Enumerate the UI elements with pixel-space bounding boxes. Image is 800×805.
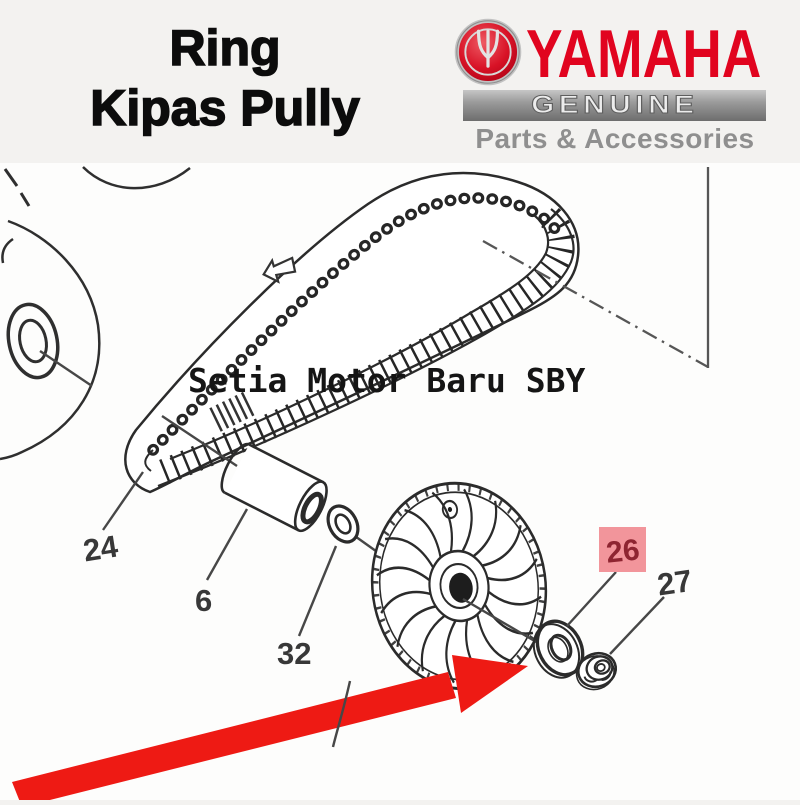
belt-direction-arrow-icon [262,256,297,284]
product-title: Ring Kipas Pully [25,18,425,138]
ring-washer-drawing [532,619,585,679]
leader-line-26 [566,571,617,627]
axis-centerline [482,239,709,369]
part-label-6: 6 [195,583,212,618]
yamaha-tuning-fork-logo-icon [454,18,522,86]
product-title-line1: Ring [169,19,282,77]
yamaha-brand-block: YAMAHA GENUINE Parts & Accessories [450,6,780,158]
part-label-32: 32 [277,636,311,671]
leader-line-6 [205,508,249,581]
header: Ring Kipas Pully YAMAHA [0,0,800,163]
part-label-27: 27 [655,563,694,602]
yamaha-wordmark: YAMAHA [526,15,762,92]
nut-drawing [575,651,618,691]
leader-line-32 [297,545,338,637]
left-hub-drawing [6,302,60,380]
leader-lines [102,471,665,655]
highlight-box-26 [599,527,646,572]
genuine-label: GENUINE [530,91,699,120]
leader-line-27 [609,596,665,655]
part-labels: 24 6 32 26 27 [81,527,694,671]
plate-washer-drawing [326,504,360,544]
parts-diagram: 24 6 32 26 27 [0,166,710,805]
watermark-text: Setia Motor Baru SBY [188,361,586,400]
crankcase-contours [0,166,191,461]
fan-pulley-drawing [370,481,548,691]
axis-segment-belt-collar [161,415,238,467]
part-label-24: 24 [81,528,121,568]
axis-segment-pulley-ring [462,597,539,645]
diagram-area: 24 6 32 26 27 Setia Motor Baru SBY [0,163,800,805]
pulley-leader-line [331,680,352,748]
genuine-bar: GENUINE [463,90,766,121]
leader-line-24 [102,471,144,531]
v-belt-drawing [124,171,580,494]
left-hub-leader-line [39,350,93,387]
parts-accessories-tagline: Parts & Accessories [475,123,755,154]
part-label-26: 26 [605,533,642,569]
product-title-line2: Kipas Pully [89,79,360,137]
collar-drawing [220,442,328,533]
